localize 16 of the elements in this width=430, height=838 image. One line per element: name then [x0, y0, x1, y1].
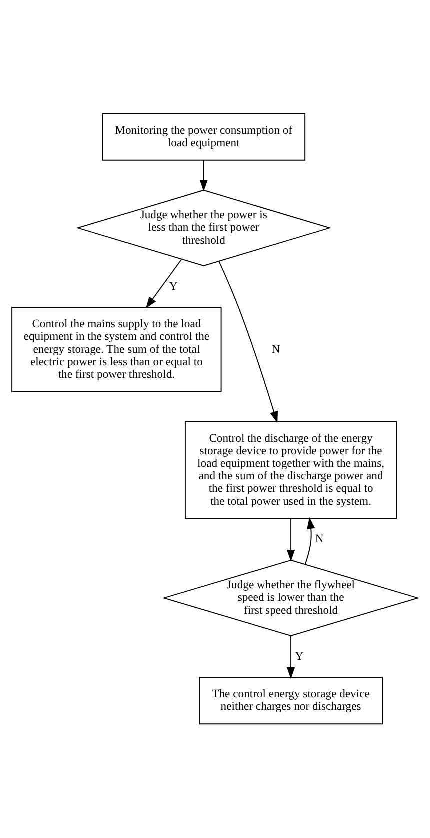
edge-label: Y — [295, 650, 304, 663]
edge-label: N — [272, 342, 280, 356]
node-box: The control energy storage device neither charges nor discharges — [199, 677, 384, 725]
node-box: Control the discharge of the energy storage device to provide power for the load equipment together with the mains, and the sum of the discharge power and the first power threshold is equal to the total power used in the system. — [184, 421, 398, 520]
arrow — [146, 259, 182, 309]
node-diamond: Judge whether the power is less than the first power threshold — [76, 190, 332, 266]
edge-label: N — [315, 532, 324, 546]
node-box: Monitoring the power consumption of load equipment — [102, 113, 306, 161]
arrow — [218, 261, 278, 424]
node-box: Control the mains supply to the load equipment in the system and control the energy storage. The sum of the total electric power is less than or equal to the first power threshold. — [12, 307, 222, 392]
edge-label: Y — [169, 280, 178, 293]
arrow — [286, 518, 296, 562]
arrow — [200, 160, 208, 192]
arrow — [286, 636, 296, 680]
node-diamond: Judge whether the flywheel speed is lower than the first speed threshold — [162, 560, 420, 636]
arrow — [304, 517, 316, 566]
